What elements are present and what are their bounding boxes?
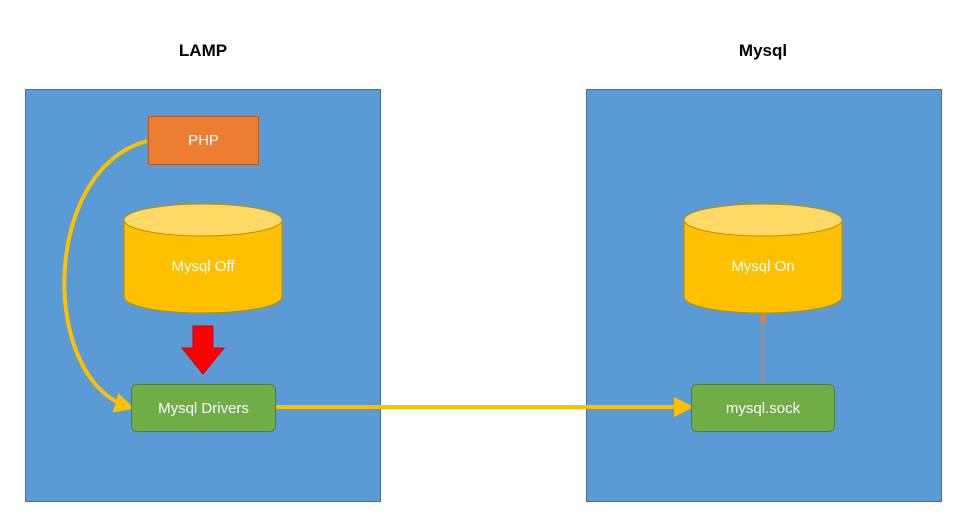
mysql-on-label: Mysql On: [731, 258, 795, 275]
mysql-on-database-icon: [683, 203, 843, 314]
lamp-title: LAMP: [178, 41, 228, 60]
php-box: PHP: [148, 116, 259, 165]
mysql-drivers-box: Mysql Drivers: [131, 384, 276, 432]
mysql-sock-box: mysql.sock: [691, 384, 835, 432]
mysql-title: Mysql: [738, 41, 788, 60]
mysql-off-database-icon: [123, 203, 283, 314]
php-label: PHP: [188, 132, 219, 149]
mysql-sock-label: mysql.sock: [725, 399, 801, 417]
red-down-arrow-icon: [180, 325, 226, 375]
mysql-off-label: Mysql Off: [171, 258, 235, 275]
mysql-drivers-label: Mysql Drivers: [158, 399, 249, 417]
php-to-drivers-connector: [62, 139, 148, 413]
